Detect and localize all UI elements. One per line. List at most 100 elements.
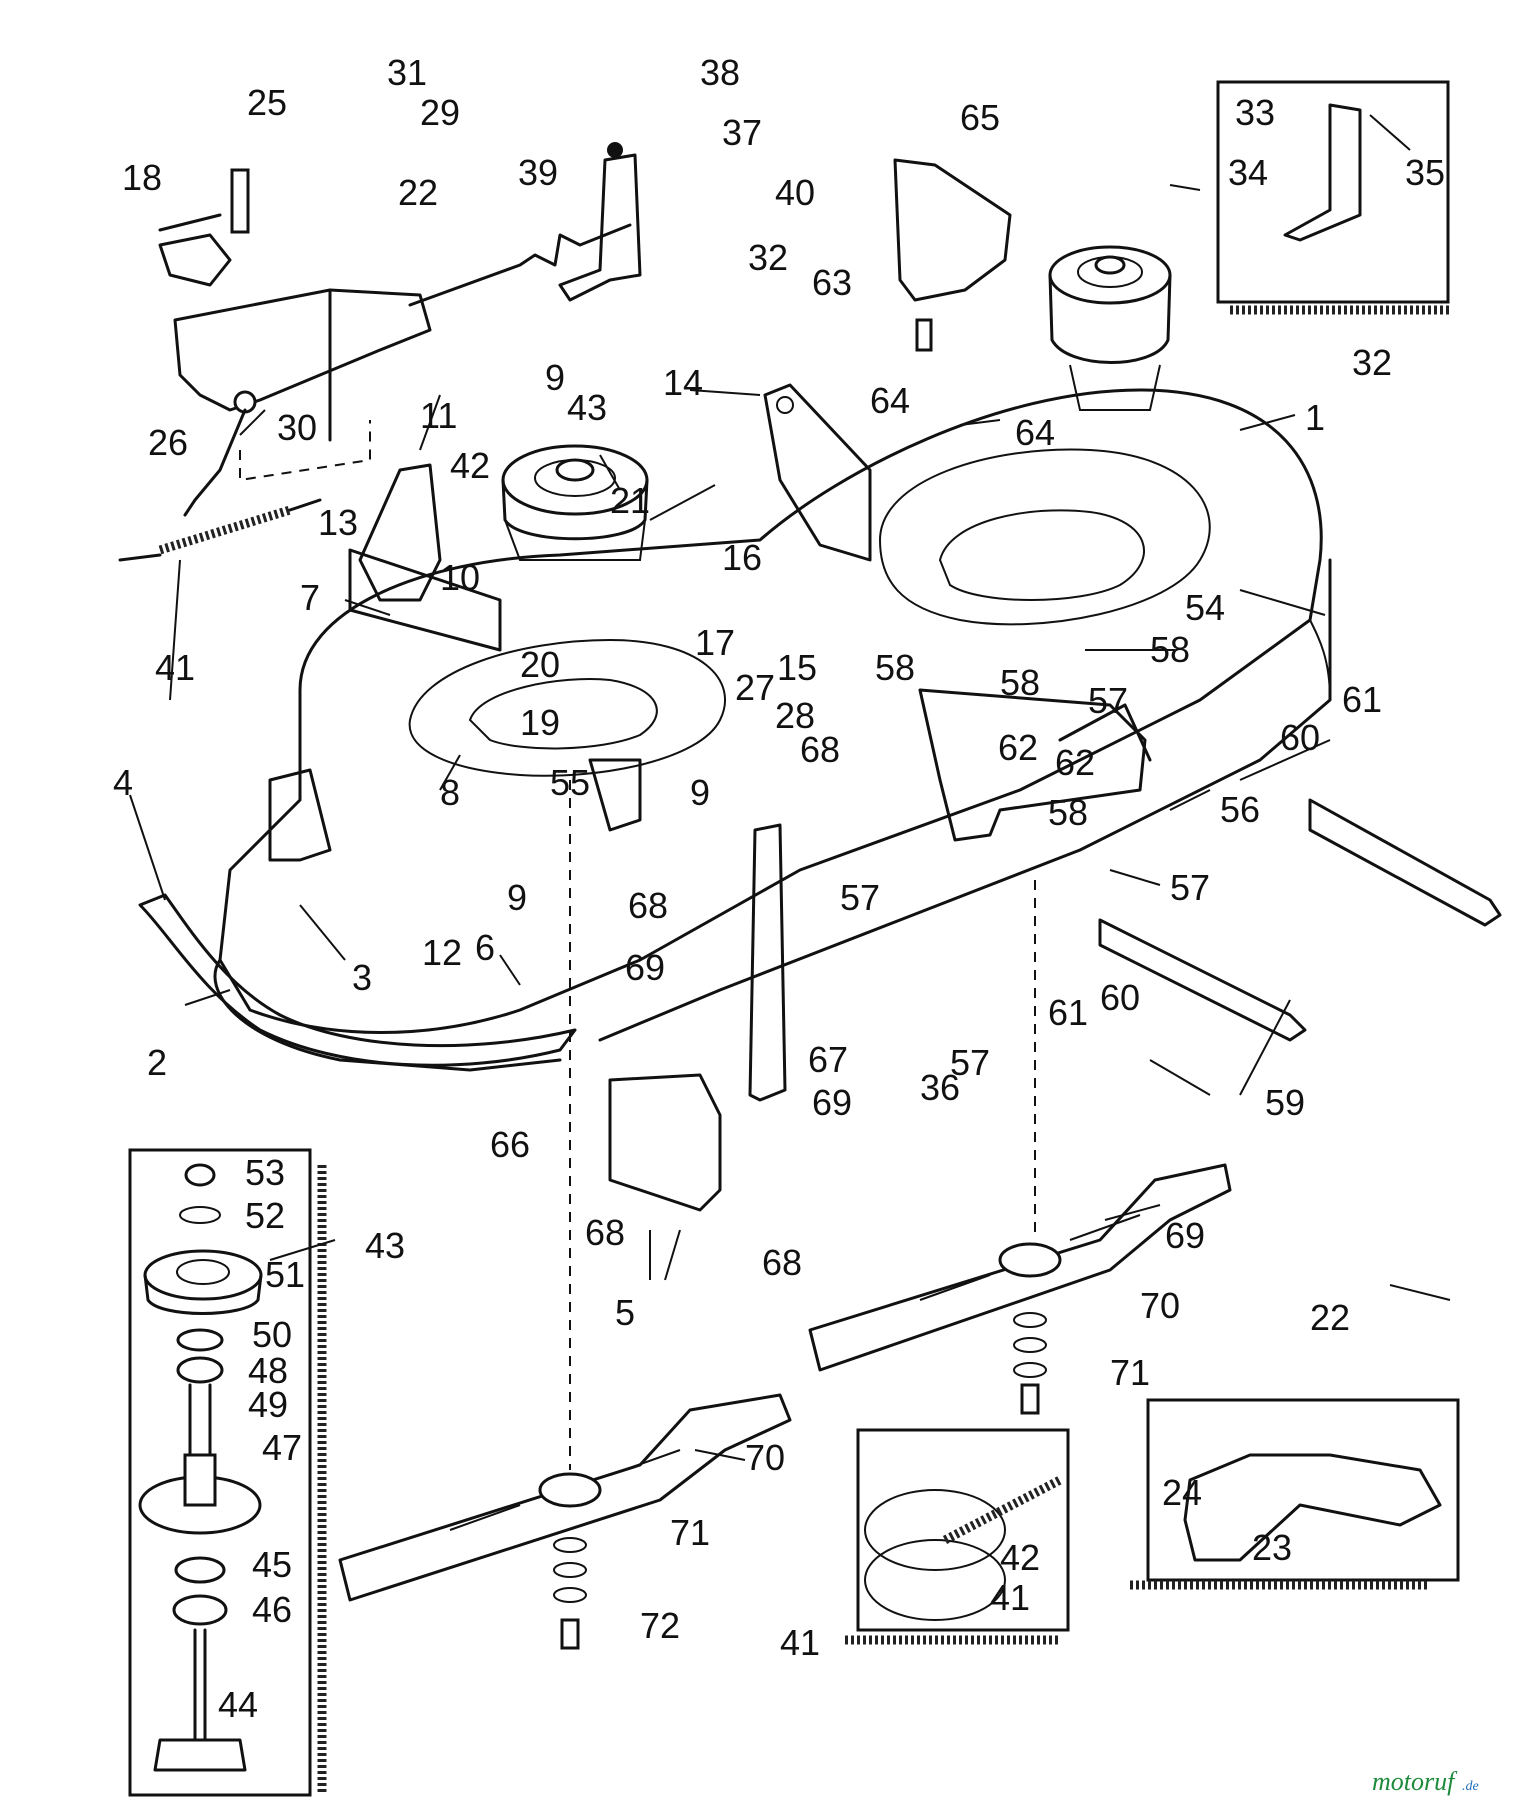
front-brackets (268, 758, 642, 862)
callout: 13 (318, 502, 358, 543)
deck-housing (213, 388, 1332, 1072)
callout: 27 (735, 667, 775, 708)
callout: 22 (1310, 1297, 1350, 1338)
callout: 18 (122, 157, 162, 198)
callout: 37 (722, 112, 762, 153)
callout: 61 (1048, 992, 1088, 1033)
callout: 41 (155, 647, 195, 688)
inset-bracket-32 (1216, 80, 1452, 315)
callout: 57 (840, 877, 880, 918)
callout: 43 (365, 1225, 405, 1266)
callout: 68 (762, 1242, 802, 1283)
bracket-18 (158, 168, 250, 287)
callout: 41 (780, 1622, 820, 1663)
watermark: motoruf .de (1372, 1767, 1479, 1796)
callout: 43 (567, 387, 607, 428)
callout: 64 (1015, 412, 1055, 453)
callout: 19 (520, 702, 560, 743)
callout: 26 (148, 422, 188, 463)
watermark-text: motoruf (1372, 1767, 1458, 1796)
callout: 21 (610, 480, 650, 521)
callout: 7 (300, 577, 320, 618)
callout: 16 (722, 537, 762, 578)
callout: 42 (450, 445, 490, 486)
callout: 58 (1000, 662, 1040, 703)
blade-hardware (553, 1312, 1047, 1650)
callout: 12 (422, 932, 462, 973)
callout: 20 (520, 644, 560, 685)
callout: 70 (1140, 1285, 1180, 1326)
callout: 34 (1228, 152, 1268, 193)
callout: 25 (247, 82, 287, 123)
callout: 68 (585, 1212, 625, 1253)
callout: 39 (518, 152, 558, 193)
callout: 49 (248, 1384, 288, 1425)
callout: 47 (262, 1427, 302, 1468)
callout: 31 (387, 52, 427, 93)
callout: 55 (550, 762, 590, 803)
front-hanger-66 (608, 823, 787, 1212)
callout: 71 (1110, 1352, 1150, 1393)
callout: 23 (1252, 1527, 1292, 1568)
callout: 33 (1235, 92, 1275, 133)
callout: 8 (440, 772, 460, 813)
callout: 60 (1100, 977, 1140, 1018)
callout: 46 (252, 1589, 292, 1630)
callout: 48 (248, 1350, 288, 1391)
callout: 67 (808, 1039, 848, 1080)
callout: 32 (748, 237, 788, 278)
callout: 51 (265, 1254, 305, 1295)
callout: 9 (545, 357, 565, 398)
alignment-lines (569, 780, 1036, 1470)
callout: 59 (1265, 1082, 1305, 1123)
spring-41 (118, 498, 322, 562)
callout: 66 (490, 1124, 530, 1165)
callout: 32 (1352, 342, 1392, 383)
lift-arm-22 (173, 288, 432, 517)
callout: 72 (640, 1605, 680, 1646)
watermark-suffix: .de (1462, 1779, 1479, 1794)
idler-bracket (763, 383, 872, 562)
callout: 4 (113, 762, 133, 803)
right-spindle-pulley (1048, 245, 1172, 411)
callout: 35 (1405, 152, 1445, 193)
callout: 60 (1280, 717, 1320, 758)
bracket-32 (558, 142, 642, 302)
front-bumper (138, 893, 577, 1067)
callout: 57 (950, 1042, 990, 1083)
callout: 70 (745, 1437, 785, 1478)
upper-blade (808, 1163, 1232, 1372)
callout: 38 (700, 52, 740, 93)
callout: 69 (812, 1082, 852, 1123)
callout: 68 (628, 885, 668, 926)
callout: 5 (615, 1292, 635, 1333)
callout: 58 (875, 647, 915, 688)
callout: 63 (812, 262, 852, 303)
callout: 41 (990, 1577, 1030, 1618)
callout: 45 (252, 1544, 292, 1585)
callout: 71 (670, 1512, 710, 1553)
lower-blade (338, 1393, 792, 1602)
bracket-63 (893, 158, 1012, 352)
callout: 56 (1220, 789, 1260, 830)
callout: 28 (775, 695, 815, 736)
callout: 69 (1165, 1215, 1205, 1256)
callout: 62 (1055, 742, 1095, 783)
callout: 36 (920, 1067, 960, 1108)
callout: 9 (690, 772, 710, 813)
callout: 42 (1000, 1537, 1040, 1578)
callout: 61 (1342, 679, 1382, 720)
callout: 9 (507, 877, 527, 918)
link-rod-39 (408, 223, 632, 307)
callout: 2 (147, 1042, 167, 1083)
callout: 53 (245, 1152, 285, 1193)
callout: 57 (1088, 680, 1128, 721)
spindle-assembly-box (128, 1148, 327, 1797)
draw-bar-59 (1098, 739, 1502, 1042)
inset-spring-pulley (845, 1428, 1070, 1645)
bracket-11 (348, 463, 502, 652)
callout: 57 (1170, 867, 1210, 908)
callout: 58 (1150, 629, 1190, 670)
